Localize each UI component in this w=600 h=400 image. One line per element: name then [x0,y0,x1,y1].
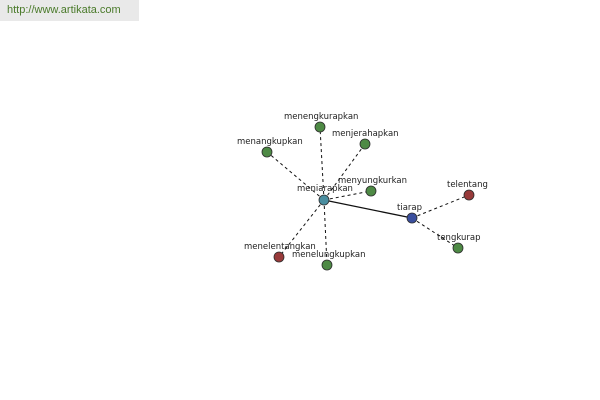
nodes-layer [261,121,475,271]
node-menelungkupkan[interactable] [321,259,333,271]
node-label-menyungkurkan[interactable]: menyungkurkan [338,176,407,186]
node-menjerahapkan[interactable] [359,138,371,150]
node-label-menelentangkan[interactable]: menelentangkan [244,242,316,252]
node-label-menangkupkan[interactable]: menangkupkan [237,137,303,147]
node-label-tengkurap[interactable]: tengkurap [437,233,481,243]
node-menyungkurkan[interactable] [365,185,377,197]
labels-layer: meniarapkan tiarap menengkurapkan menangkup… [237,112,488,260]
node-meniarapkan[interactable] [318,194,330,206]
edge-meniarapkan-menelentangkan [278,199,325,258]
edge-meniarapkan-tiarap [323,199,413,219]
edge-meniarapkan-menangkupkan [266,151,325,201]
node-label-meniarapkan[interactable]: meniarapkan [297,184,353,194]
node-label-telentang[interactable]: telentang [447,180,488,190]
node-label-tiarap[interactable]: tiarap [397,203,422,213]
node-tengkurap[interactable] [452,242,464,254]
edge-meniarapkan-menyungkurkan [323,190,372,201]
edges-layer [266,126,470,266]
node-tiarap[interactable] [406,212,418,224]
node-label-menelungkupkan[interactable]: menelungkupkan [292,250,365,260]
edge-tiarap-telentang [411,194,470,219]
site-url-link[interactable]: http://www.artikata.com [0,0,139,21]
node-telentang[interactable] [463,189,475,201]
node-label-menengkurapkan[interactable]: menengkurapkan [284,112,358,122]
node-menelentangkan[interactable] [273,251,285,263]
node-label-menjerahapkan[interactable]: menjerahapkan [332,129,399,139]
edge-meniarapkan-menelungkupkan [323,199,328,266]
node-menengkurapkan[interactable] [314,121,326,133]
node-menangkupkan[interactable] [261,146,273,158]
edge-meniarapkan-menengkurapkan [319,126,325,201]
